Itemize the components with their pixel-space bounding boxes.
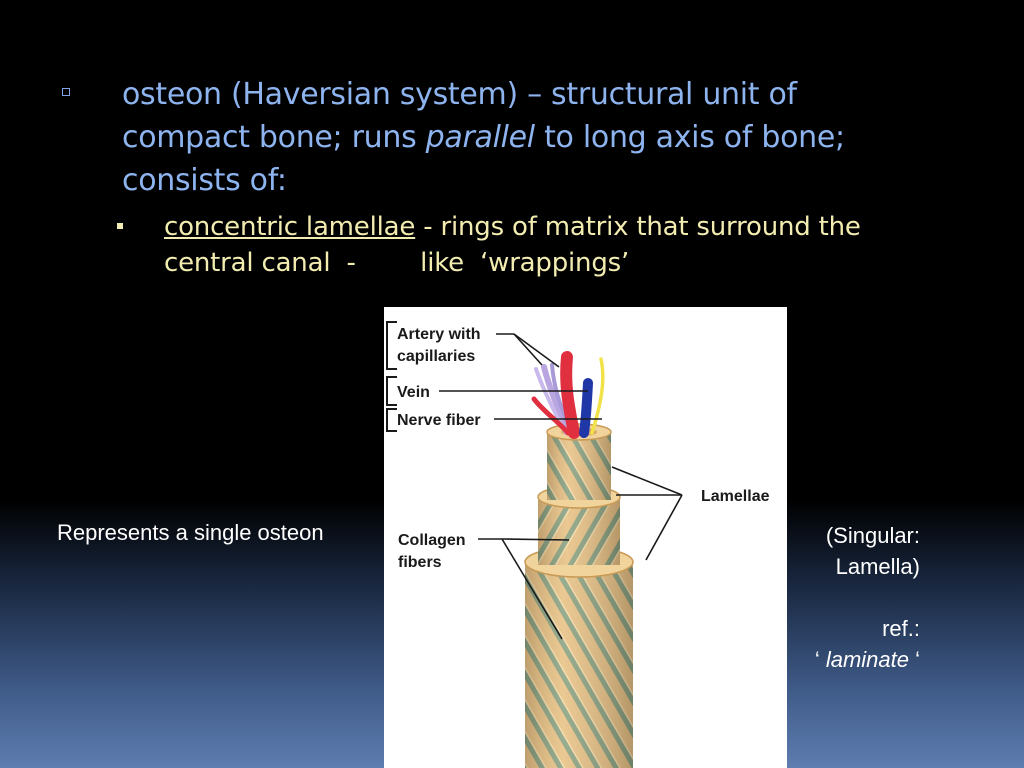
outer-lamella: [524, 546, 634, 768]
notes-spacer: [815, 582, 920, 613]
singular-note-line1: (Singular:: [825, 523, 920, 548]
label-vein: Vein: [397, 384, 430, 401]
osteon-text-part1: osteon (Haversian system) – structural u…: [122, 77, 797, 155]
osteon-caption: Represents a single osteon: [57, 520, 324, 545]
bullet-small-square-icon: [117, 223, 123, 229]
osteon-text-emphasis: parallel: [425, 120, 536, 155]
bullet-square-icon: [62, 88, 70, 96]
bullet-concentric-lamellae: concentric lamellae - rings of matrix th…: [164, 209, 884, 281]
label-nerve-fiber: Nerve fiber: [397, 412, 481, 429]
label-artery-line2: capillaries: [397, 348, 475, 365]
ref-open-quote: ‘: [814, 647, 826, 672]
ref-label: ref.:: [882, 616, 920, 641]
osteon-illustration: Artery with capillaries Vein Nerve fiber…: [386, 321, 770, 768]
osteon-text-part2: to long axis of bone; consists of:: [122, 120, 845, 198]
singular-note-line2: Lamella): [835, 554, 920, 579]
label-artery-line1: Artery with: [397, 326, 481, 343]
ref-word: laminate: [825, 647, 909, 672]
label-collagen-line1: Collagen: [398, 532, 466, 549]
lamellae-description: - rings of matrix that surround the cent…: [164, 212, 869, 278]
lamellae-term: concentric lamellae: [164, 212, 416, 242]
lamella-notes: (Singular: Lamella) ref.: ‘ laminate ‘: [815, 520, 920, 675]
label-lamellae: Lamellae: [701, 488, 770, 505]
ref-close-quote: ‘: [909, 647, 920, 672]
leader-lines: [439, 333, 683, 640]
label-collagen-line2: fibers: [398, 554, 442, 571]
central-canal-contents: [531, 351, 605, 439]
osteon-diagram: Artery with capillaries Vein Nerve fiber…: [384, 307, 787, 768]
label-brackets: [386, 321, 397, 432]
bullet-osteon-definition: osteon (Haversian system) – structural u…: [122, 73, 882, 202]
ref-word-line: ‘ laminate ‘: [815, 644, 920, 675]
